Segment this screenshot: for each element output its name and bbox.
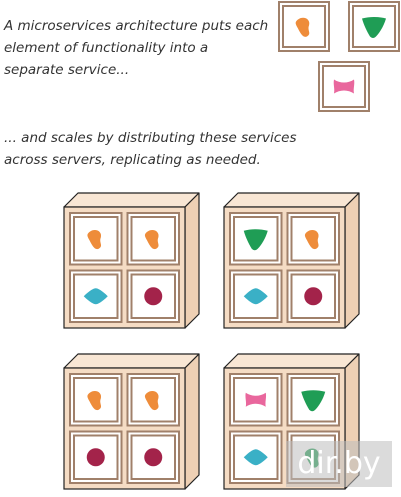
server-top-face (63, 192, 200, 208)
crimson-circle-icon (144, 287, 163, 306)
teal-diamond-icon (83, 288, 108, 305)
green-triangle-icon (362, 17, 386, 38)
server-2 (223, 192, 360, 329)
scaling-caption: ... and scales by distributing these ser… (4, 130, 297, 168)
crimson-circle-icon (304, 287, 323, 306)
server-service-tile (229, 212, 283, 266)
crimson-circle-icon (86, 448, 105, 467)
tile-inner (233, 434, 279, 480)
tile-inner (290, 377, 336, 423)
service-green-triangle (348, 1, 400, 52)
pink-bowtie-icon (333, 79, 355, 94)
orange-blob-icon (87, 229, 102, 250)
server-side-face (184, 353, 200, 490)
orange-blob-icon (295, 17, 310, 37)
server-top-face (223, 192, 360, 208)
teal-diamond-icon (243, 288, 268, 305)
server-3 (63, 353, 200, 490)
server-side-face (184, 192, 200, 329)
orange-blob-icon (144, 390, 159, 411)
server-service-tile (229, 269, 283, 323)
tile-inner (73, 434, 119, 480)
tile-inner (130, 377, 176, 423)
server-service-tile (286, 269, 340, 323)
pink-bowtie-icon (245, 392, 267, 407)
server-side-face (344, 192, 360, 329)
tile-inner (282, 5, 326, 48)
tile-inner (322, 65, 366, 108)
server-service-tile (229, 430, 283, 484)
green-triangle-icon (301, 390, 326, 412)
crimson-circle-icon (144, 448, 163, 467)
server-top-face (223, 353, 360, 369)
teal-diamond-icon (243, 449, 268, 466)
server-service-tile (126, 430, 180, 484)
orange-blob-icon (304, 229, 319, 250)
green-triangle-icon (243, 229, 268, 251)
server-service-tile (126, 269, 180, 323)
server-service-tile (69, 269, 123, 323)
server-top-face (63, 353, 200, 369)
tile-inner (73, 216, 119, 262)
intro-caption: A microservices architecture puts each e… (4, 18, 269, 78)
server-1 (63, 192, 200, 329)
server-service-tile (229, 373, 283, 427)
server-service-tile (286, 373, 340, 427)
server-service-tile (69, 212, 123, 266)
service-orange-blob (278, 1, 330, 52)
watermark-logo: dir.by (286, 441, 392, 487)
server-service-tile (69, 373, 123, 427)
orange-blob-icon (144, 229, 159, 250)
server-service-tile (286, 212, 340, 266)
server-service-tile (126, 373, 180, 427)
server-service-tile (126, 212, 180, 266)
server-service-tile (69, 430, 123, 484)
service-pink-bowtie (318, 61, 370, 112)
orange-blob-icon (87, 390, 102, 411)
